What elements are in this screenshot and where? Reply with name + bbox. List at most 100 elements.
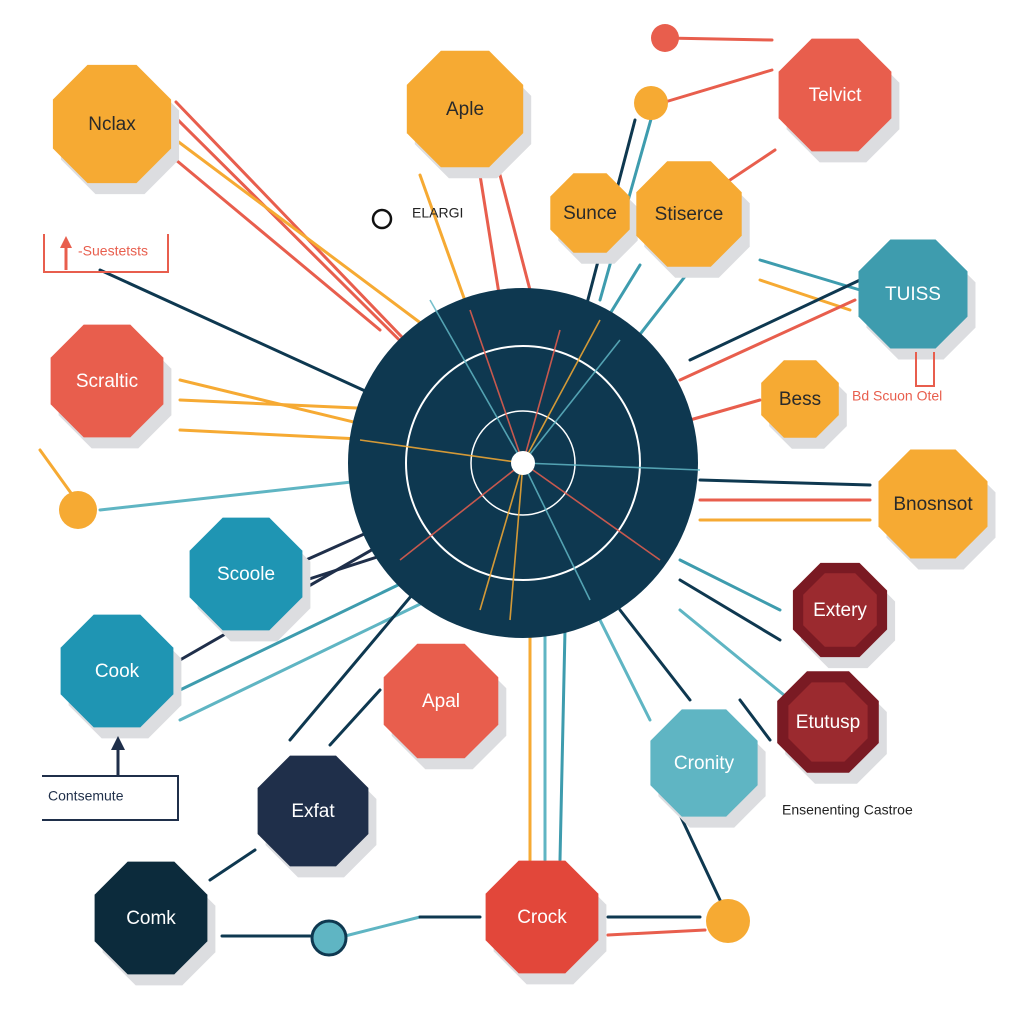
connector-line xyxy=(758,278,852,312)
hub-ring-inner xyxy=(470,410,576,516)
node-label: Cook xyxy=(95,661,140,682)
node-octagon xyxy=(650,709,758,817)
node-exfat: Exfat xyxy=(257,755,377,878)
node-label: Cronity xyxy=(674,753,735,774)
connector-line xyxy=(678,813,722,902)
connector-line xyxy=(653,68,774,107)
node-scraltic: Scraltic xyxy=(50,324,172,449)
node-octagon xyxy=(858,239,968,349)
hub-spoke-line xyxy=(469,309,524,464)
annotation-suestetsts: -Suestetsts xyxy=(43,234,169,273)
node-label: Etutusp xyxy=(796,712,860,733)
connector-line xyxy=(688,398,762,422)
connector-line xyxy=(758,258,862,292)
node-octagon xyxy=(485,860,599,974)
hub-spoke-line xyxy=(359,439,524,464)
connector-line xyxy=(598,618,652,722)
hub-spokes xyxy=(359,299,701,621)
annotation-elargi: ELARGI xyxy=(371,205,463,230)
node-etutusp: Etutusp xyxy=(777,671,887,784)
annotations: ELARGI -Suestetsts Bd Scuon Otel Contsem… xyxy=(42,205,942,821)
contsemute-bracket xyxy=(42,775,179,821)
connector-line xyxy=(498,173,532,292)
node-label: Aple xyxy=(446,99,484,120)
node-comk: Comk xyxy=(94,861,216,986)
node-label: Nclax xyxy=(88,114,136,135)
ensenenting-label: Ensenenting Castroe xyxy=(782,802,913,818)
node-aple: Aple xyxy=(406,50,532,179)
node-crock: Crock xyxy=(485,860,607,985)
hub-spoke-line xyxy=(479,462,524,611)
node-label: Crock xyxy=(517,907,567,928)
node-octagon xyxy=(550,173,630,253)
node-octagon xyxy=(406,50,524,168)
hub-spoke-line xyxy=(522,319,601,464)
node-octagon xyxy=(636,161,742,267)
connector-dot xyxy=(634,86,668,120)
node-octagon xyxy=(383,643,499,759)
node-octagon xyxy=(878,449,988,559)
node-label: TUISS xyxy=(885,284,941,305)
node-label: Comk xyxy=(126,908,176,929)
suestetsts-arrowhead-icon xyxy=(60,236,72,248)
node-octagon xyxy=(60,614,174,728)
connector-dot xyxy=(59,491,97,529)
node-cronity: Cronity xyxy=(650,709,766,828)
elargi-ring-icon xyxy=(371,208,393,230)
node-octagon xyxy=(257,755,369,867)
connector-dots xyxy=(59,24,750,957)
connector-line xyxy=(328,688,382,747)
hub-ring-outer xyxy=(405,345,641,581)
connector-line xyxy=(663,36,774,42)
connector-line xyxy=(678,558,782,612)
node-label: Scoole xyxy=(217,564,275,585)
suestetsts-label: -Suestetsts xyxy=(78,243,148,259)
connector-line xyxy=(208,848,257,882)
node-label: Sunce xyxy=(563,203,617,224)
node-label: Bnosnsot xyxy=(893,494,973,515)
connector-dot xyxy=(310,919,348,957)
connector-line xyxy=(678,608,792,702)
node-stiserce: Stiserce xyxy=(636,161,750,278)
hub-center-dot xyxy=(511,451,535,475)
connector-line xyxy=(698,478,872,487)
node-octagon xyxy=(778,38,892,152)
hub-spoke-line xyxy=(429,299,524,464)
node-telvict: Telvict xyxy=(778,38,900,163)
hub-spoke-line xyxy=(509,462,524,621)
hub-spoke-line xyxy=(522,329,561,464)
node-label: Bess xyxy=(779,389,821,410)
node-octagon xyxy=(50,324,164,438)
connector-dot xyxy=(706,899,750,943)
node-label: Exfat xyxy=(291,801,335,822)
node-octagon xyxy=(761,360,839,438)
connector-line xyxy=(178,428,382,442)
suestetsts-bracket xyxy=(43,234,169,273)
node-scoole: Scoole xyxy=(189,517,311,642)
node-octagon-inner xyxy=(788,682,868,762)
node-tuiss: TUISS xyxy=(858,239,976,360)
bd-scuon-label: Bd Scuon Otel xyxy=(852,388,942,404)
node-label: Extery xyxy=(813,600,867,621)
connector-line xyxy=(618,608,692,702)
node-octagon xyxy=(189,517,303,631)
hub-spoke-line xyxy=(522,462,701,471)
annotation-ensenenting: Ensenenting Castroe xyxy=(782,802,913,818)
node-label: Stiserce xyxy=(655,204,724,225)
hub-spoke-line xyxy=(399,462,524,561)
connector-dot xyxy=(651,24,679,52)
contsemute-arrowhead-icon xyxy=(111,736,125,750)
node-bnosnsot: Bnosnsot xyxy=(878,449,996,570)
node-octagon xyxy=(52,64,172,184)
connector-line xyxy=(688,278,862,362)
connector-line xyxy=(738,698,772,742)
node-octagon xyxy=(94,861,208,975)
node-label: Scraltic xyxy=(76,371,138,392)
hub-spoke-line xyxy=(522,339,621,464)
central-hub xyxy=(348,288,701,638)
hub-spoke-line xyxy=(522,462,591,601)
bd-scuon-bracket xyxy=(915,352,935,387)
node-sunce: Sunce xyxy=(550,173,638,264)
